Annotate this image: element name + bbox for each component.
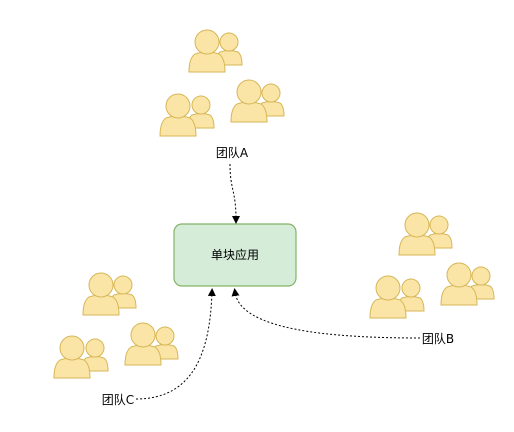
team-a-label: 团队A xyxy=(216,145,249,160)
team-a-people xyxy=(159,29,285,137)
team-c-people xyxy=(53,272,179,379)
app-box-label: 单块应用 xyxy=(211,247,259,262)
app-box-shape xyxy=(173,223,297,287)
edge-team-c-to-app xyxy=(135,288,216,400)
team-b-label: 团队B xyxy=(422,331,454,346)
team-c-label: 团队C xyxy=(102,392,134,407)
edge-team-a-to-app xyxy=(229,163,240,224)
edge-team-b-to-app xyxy=(231,288,421,339)
monolith-app-box[interactable]: 单块应用 xyxy=(173,223,297,287)
team-b-people xyxy=(369,212,495,319)
